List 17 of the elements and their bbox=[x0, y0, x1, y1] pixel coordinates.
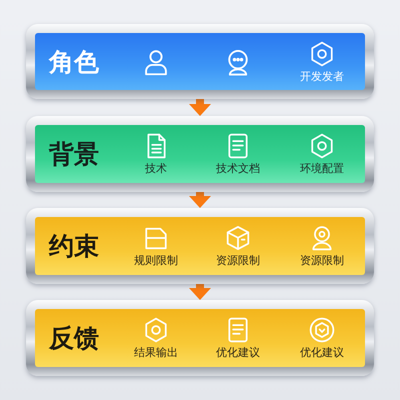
item-label: 技术文档 bbox=[216, 162, 260, 175]
item-label: 结果输出 bbox=[134, 346, 178, 359]
arrow bbox=[189, 284, 211, 300]
stage-title: 反馈 bbox=[49, 326, 99, 350]
item-label: 技术 bbox=[145, 162, 167, 175]
arrow bbox=[189, 192, 211, 208]
item-label: 资源限制 bbox=[216, 254, 260, 267]
arrow bbox=[189, 99, 211, 116]
stage-title: 约束 bbox=[49, 234, 99, 258]
item-label: 环境配置 bbox=[300, 162, 344, 175]
item-label: 优化建议 bbox=[216, 346, 260, 359]
stage-title: 角色 bbox=[49, 49, 99, 74]
item-label: 开发发者 bbox=[300, 70, 344, 82]
item-label: 优化建议 bbox=[300, 346, 344, 359]
stage-title: 背景 bbox=[49, 142, 99, 166]
item-label: 规则限制 bbox=[134, 254, 178, 267]
item-label: 资源限制 bbox=[300, 254, 344, 267]
